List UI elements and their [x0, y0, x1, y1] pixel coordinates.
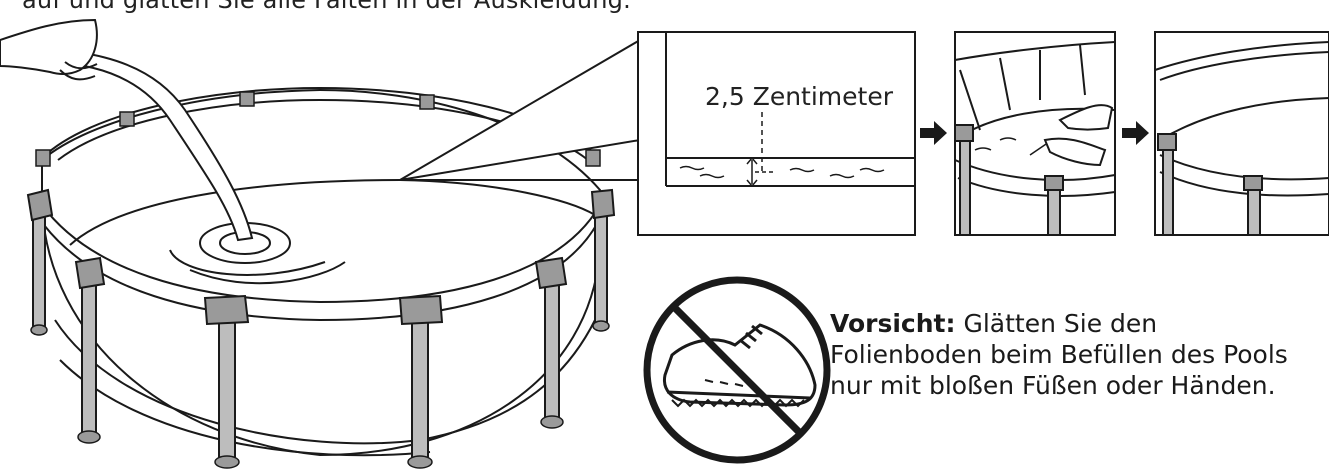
caution-text-1: Glätten Sie den: [955, 309, 1158, 338]
measurement-label: 2,5 Zentimeter: [705, 82, 894, 111]
callout-pointer: [399, 38, 641, 181]
caution-line-1: Vorsicht: Glätten Sie den: [830, 308, 1288, 339]
hose-illustration: [0, 18, 254, 242]
arrow-right-icon: [1122, 121, 1149, 145]
caution-line-2: Folienboden beim Befüllen des Pools: [830, 340, 1288, 369]
filled-pool-detail: [1154, 31, 1329, 236]
water-level-detail: [637, 31, 916, 236]
caution-note: Vorsicht: Glätten Sie den Folienboden be…: [830, 308, 1288, 401]
caution-line-3: nur mit bloßen Füßen oder Händen.: [830, 371, 1276, 400]
arrow-right-icon: [920, 121, 947, 145]
instruction-text: auf und glätten Sie alle Falten in der A…: [22, 0, 631, 14]
caution-heading: Vorsicht:: [830, 309, 956, 338]
pool-illustration: [26, 86, 616, 469]
no-shoes-icon: [643, 276, 831, 464]
smooth-liner-hands: [954, 31, 1116, 236]
